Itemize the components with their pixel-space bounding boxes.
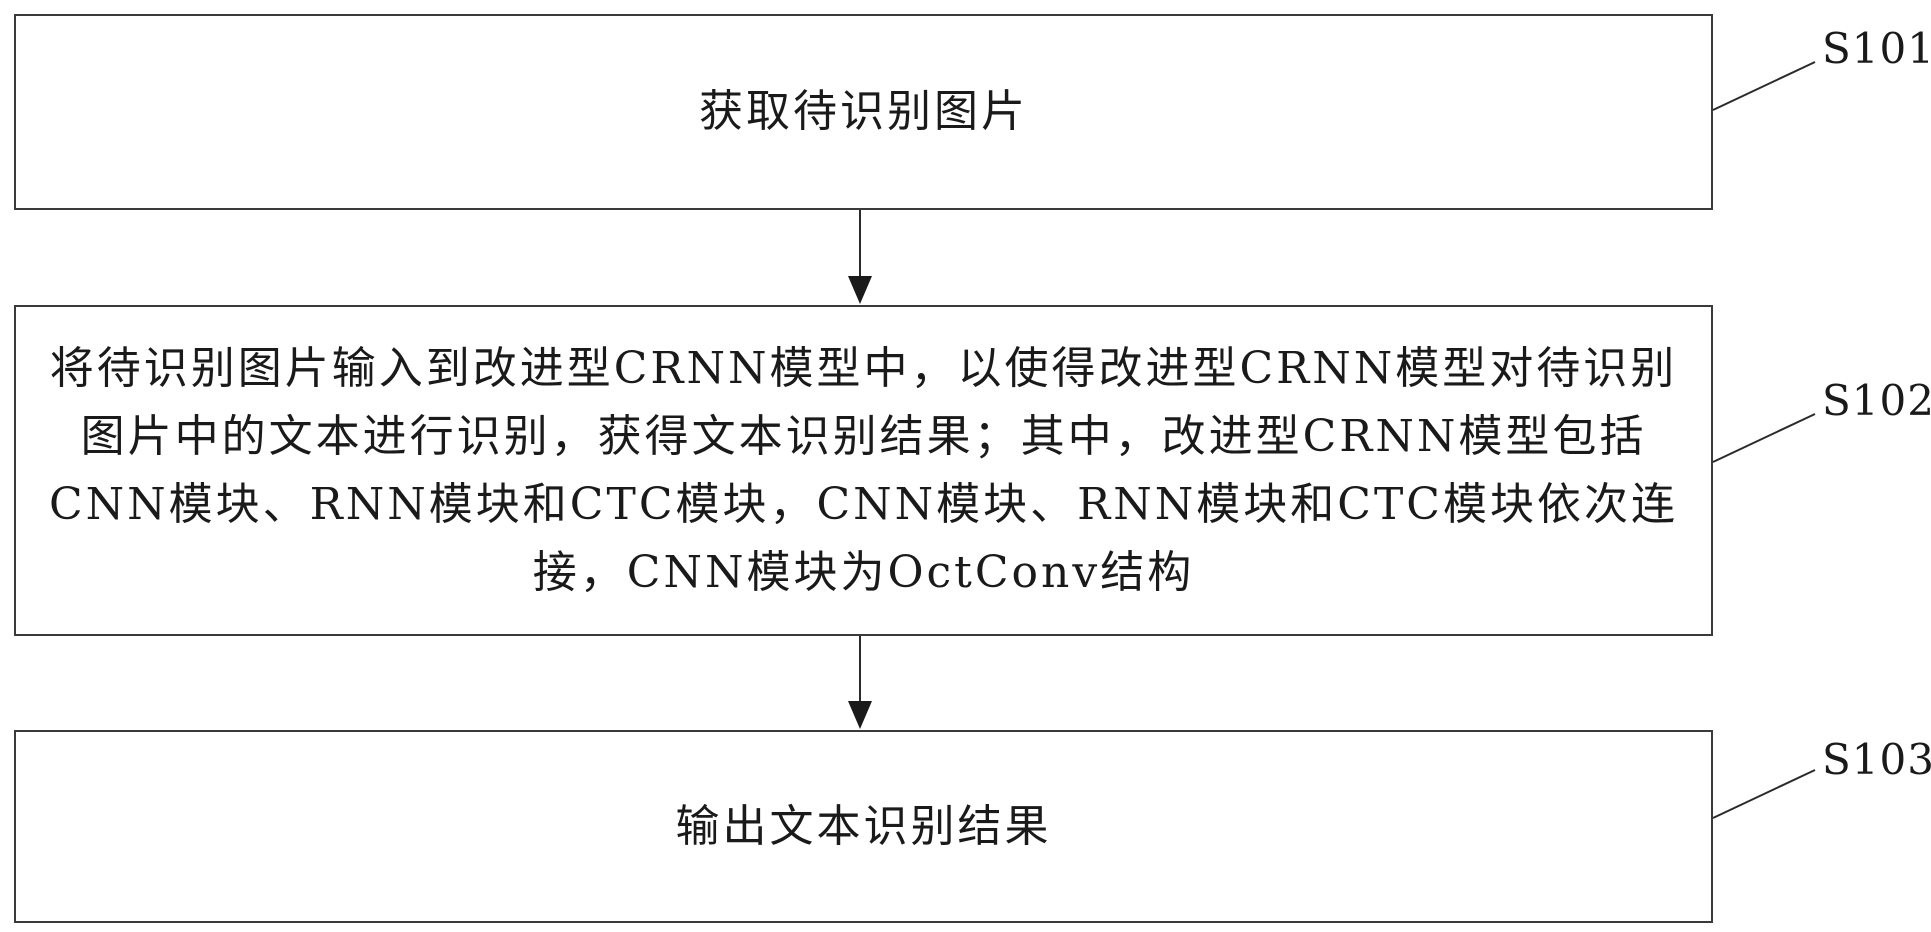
leader-line-s101 (1712, 61, 1816, 111)
step-box-s101: 获取待识别图片 (14, 14, 1713, 210)
arrow-shaft (859, 210, 861, 278)
step-text-s101: 获取待识别图片 (699, 86, 1028, 137)
leader-line-s102 (1712, 413, 1816, 463)
step-label-s103: S103 (1822, 735, 1931, 784)
step-label-s101: S101 (1822, 24, 1931, 73)
arrow-head-icon (848, 276, 872, 304)
step-text-s102: 将待识别图片输入到改进型CRNN模型中，以使得改进型CRNN模型对待识别图片中的… (49, 342, 1678, 598)
arrow-shaft (859, 636, 861, 704)
arrow-head-icon (848, 701, 872, 729)
step-label-s102: S102 (1822, 376, 1931, 425)
step-text-s103: 输出文本识别结果 (675, 800, 1052, 852)
leader-line-s103 (1712, 769, 1816, 819)
step-box-s103: 输出文本识别结果 (14, 730, 1713, 923)
step-box-s102: 将待识别图片输入到改进型CRNN模型中，以使得改进型CRNN模型对待识别图片中的… (14, 305, 1713, 636)
